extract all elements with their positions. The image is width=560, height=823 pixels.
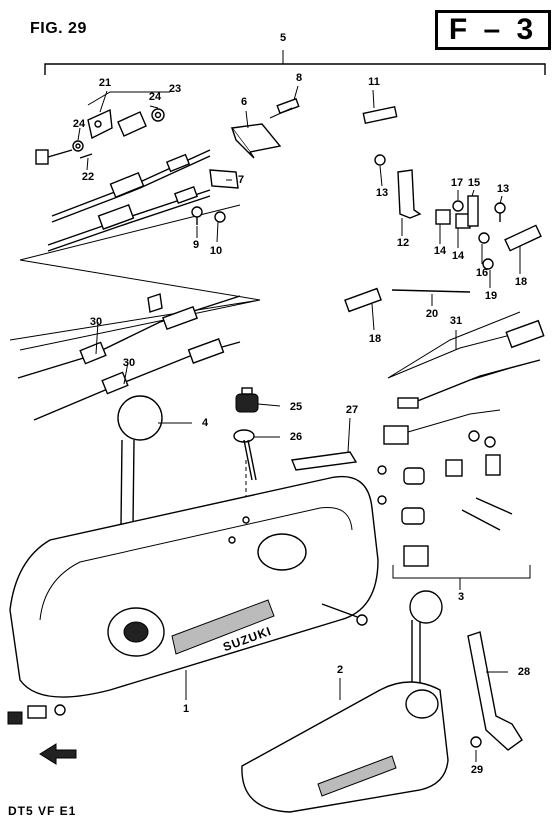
callout-13: 13	[496, 183, 510, 195]
callout-18: 18	[368, 333, 382, 345]
callout-16: 16	[475, 267, 489, 279]
callout-25: 25	[289, 401, 303, 413]
callout-14: 14	[451, 250, 465, 262]
part-small-bits-left	[7, 704, 66, 725]
part-10-nut	[214, 211, 226, 223]
callout-26: 26	[289, 431, 303, 443]
arrow-front-indicator	[39, 743, 77, 765]
assembly-guide-lines	[9, 204, 261, 351]
callout-14: 14	[433, 245, 447, 257]
callout-4: 4	[201, 417, 209, 429]
part-18-joint-left	[344, 287, 382, 313]
callout-5: 5	[279, 32, 287, 44]
part-20-rod	[391, 289, 471, 293]
part-21-bracket	[87, 91, 170, 140]
callout-18: 18	[514, 276, 528, 288]
callout-24: 24	[148, 91, 162, 103]
part-1-remote-control-housing	[9, 476, 379, 698]
part-17-nut	[452, 200, 464, 212]
part-29-nut	[470, 736, 482, 748]
part-19-nut	[482, 258, 494, 270]
callout-3: 3	[457, 591, 465, 603]
callout-22: 22	[81, 171, 95, 183]
part-23-washer	[151, 108, 165, 122]
part-8-pin	[269, 97, 300, 119]
part-6-bracket	[230, 123, 282, 159]
callout-30: 30	[122, 357, 136, 369]
callout-9: 9	[192, 239, 200, 251]
part-28-bracket	[467, 631, 523, 751]
part-7-bracket	[209, 169, 239, 189]
callout-13: 13	[375, 187, 389, 199]
part-3-kit	[377, 430, 531, 579]
callout-1: 1	[182, 703, 190, 715]
callout-15: 15	[467, 177, 481, 189]
callout-20: 20	[425, 308, 439, 320]
part-30-cable-upper	[17, 295, 241, 379]
part-bolt-left	[35, 149, 73, 165]
part-25-switch	[235, 387, 259, 413]
part-18-joint-right	[504, 224, 542, 252]
callout-30: 30	[89, 316, 103, 328]
section-code-box: F – 3	[435, 10, 551, 50]
callout-6: 6	[240, 96, 248, 108]
part-15-link	[467, 195, 479, 227]
control-cable-lower	[47, 185, 211, 252]
part-22-pin	[79, 153, 93, 159]
part-2-remote-control-housing	[241, 590, 449, 813]
callout-7: 7	[237, 174, 245, 186]
part-24-washer	[72, 140, 84, 152]
part-14-collars	[435, 209, 471, 229]
callout-29: 29	[470, 764, 484, 776]
callout-11: 11	[368, 76, 380, 88]
callout-17: 17	[450, 177, 464, 189]
part-bolt-housing	[321, 603, 368, 626]
model-code: DT5 VF E1	[8, 804, 77, 818]
callout-21: 21	[98, 77, 112, 89]
callout-24: 24	[72, 118, 86, 130]
callout-28: 28	[517, 666, 531, 678]
part-clip	[147, 293, 163, 313]
group-5-bracket	[44, 63, 546, 75]
control-cable-upper	[51, 149, 211, 223]
part-27-plate	[291, 451, 358, 471]
part-11-pin	[362, 105, 398, 125]
callout-31: 31	[449, 315, 463, 327]
callout-23: 23	[168, 83, 182, 95]
callout-19: 19	[484, 290, 498, 302]
part-13-bolt-right	[494, 202, 506, 222]
part-12-lever	[374, 154, 422, 219]
figure-label: FIG. 29	[30, 20, 87, 37]
part-31-wiring-harness	[383, 311, 545, 445]
part-26-grommet	[233, 429, 257, 481]
callout-12: 12	[396, 237, 410, 249]
callout-8: 8	[295, 72, 303, 84]
part-9-bolt	[191, 206, 203, 225]
callout-10: 10	[209, 245, 223, 257]
callout-27: 27	[345, 404, 359, 416]
part-16-nut	[478, 232, 490, 244]
callout-2: 2	[336, 664, 344, 676]
part-30-cable-lower	[33, 338, 241, 421]
